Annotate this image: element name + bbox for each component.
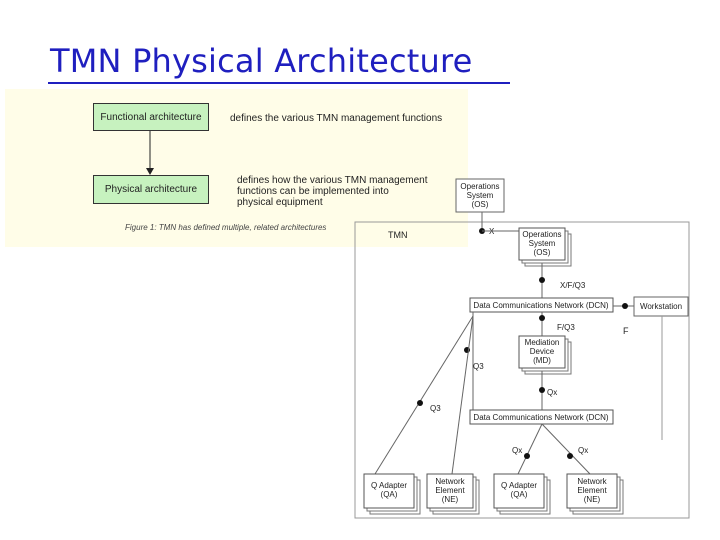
f-interface-label: F: [623, 326, 629, 336]
dcn-to-qa-left-diagonal: [374, 315, 474, 475]
xfq3-interface-dot: [539, 277, 545, 283]
ne-right-box: [566, 473, 618, 509]
os-line-2: System: [529, 239, 556, 248]
qa-right-line-2: (QA): [511, 490, 528, 499]
qx-left-interface-dot: [524, 453, 530, 459]
functional-architecture-label: Functional architecture: [100, 111, 202, 123]
fq3-interface-dot: [539, 315, 545, 321]
ne-left-line-1: Network: [435, 477, 465, 486]
os-line-3: (OS): [534, 248, 551, 257]
functional-architecture-description: defines the various TMN management funct…: [230, 113, 443, 124]
os-standalone-line-2: System: [467, 191, 494, 200]
os-standalone-line-1: Operations: [460, 182, 499, 191]
q3-lower-interface-dot: [417, 400, 423, 406]
dcn-to-ne-left-diagonal: [451, 315, 474, 475]
qa-left-line-1: Q Adapter: [371, 481, 407, 490]
q3-upper-interface-label: Q3: [473, 362, 484, 371]
qa-left-box: [363, 473, 415, 509]
physical-architecture-box: Physical architecture: [93, 175, 209, 204]
qa-left-line-2: (QA): [381, 490, 398, 499]
architecture-overview-panel: [5, 89, 468, 247]
md-line-3: (MD): [533, 356, 551, 365]
ne-right-line-1: Network: [577, 477, 607, 486]
dcn-bottom-to-ne-right: [541, 423, 591, 475]
os-standalone-box: [455, 178, 505, 213]
workstation-box: [633, 296, 689, 317]
ne-right-line-3: (NE): [584, 495, 601, 504]
physical-architecture-label: Physical architecture: [104, 184, 198, 195]
title-underline: [48, 82, 510, 84]
md-line-1: Mediation: [525, 338, 560, 347]
physical-architecture-description: defines how the various TMN management f…: [237, 175, 427, 208]
qx-md-interface-dot: [539, 387, 545, 393]
qx-right-interface-label: Qx: [578, 446, 588, 455]
dcn-bottom-to-qa-right: [517, 423, 543, 475]
ne-right-line-2: Element: [577, 486, 607, 495]
os-line-1: Operations: [522, 230, 561, 239]
md-box: [518, 335, 566, 369]
ne-left-box: [426, 473, 474, 509]
figure-caption: Figure 1: TMN has defined multiple, rela…: [125, 223, 327, 232]
dcn-bottom-label: Data Communications Network (DCN): [473, 413, 608, 422]
qx-md-interface-label: Qx: [547, 388, 557, 397]
physical-description-line-1: defines how the various TMN management: [237, 175, 428, 186]
f-interface-dot: [622, 303, 628, 309]
physical-description-line-2: functions can be implemented into: [237, 186, 389, 197]
workstation-label: Workstation: [640, 302, 682, 311]
overview-arrow-head: [146, 168, 154, 175]
os-standalone-line-3: (OS): [472, 200, 489, 209]
ne-left-line-2: Element: [435, 486, 465, 495]
tmn-label: TMN: [388, 230, 408, 240]
physical-description-line-3: physical equipment: [237, 197, 323, 208]
qa-right-line-1: Q Adapter: [501, 481, 537, 490]
dcn-top-label: Data Communications Network (DCN): [473, 301, 608, 310]
md-line-2: Device: [530, 347, 555, 356]
os-box: [518, 227, 566, 261]
qx-right-interface-dot: [567, 453, 573, 459]
functional-architecture-box: Functional architecture: [93, 103, 209, 131]
fq3-interface-label: F/Q3: [557, 323, 575, 332]
qa-right-box: [493, 473, 545, 509]
page-title: TMN Physical Architecture: [50, 42, 473, 80]
xfq3-interface-label: X/F/Q3: [560, 281, 586, 290]
qx-left-interface-label: Qx: [512, 446, 522, 455]
q3-lower-interface-label: Q3: [430, 404, 441, 413]
tmn-boundary: [354, 221, 690, 519]
ne-left-line-3: (NE): [442, 495, 459, 504]
